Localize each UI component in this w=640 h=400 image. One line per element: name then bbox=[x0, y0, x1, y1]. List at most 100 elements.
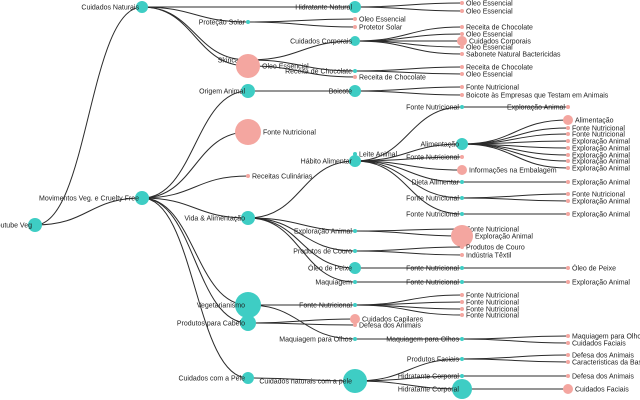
node-circle[interactable] bbox=[460, 313, 464, 317]
node-da-exploracao[interactable]: Exploração Animal bbox=[566, 180, 630, 187]
node-al-fonte2[interactable]: Fonte Nutricional bbox=[566, 132, 625, 139]
node-fonte-nutricional-ha[interactable]: Fonte Nutricional bbox=[406, 155, 464, 162]
node-alimentacao[interactable]: Alimentação bbox=[420, 138, 468, 150]
node-circle[interactable] bbox=[566, 212, 570, 216]
node-circle[interactable] bbox=[349, 85, 361, 97]
node-circle[interactable] bbox=[353, 249, 357, 253]
node-hn-oleo2[interactable]: Oleo Essencial bbox=[460, 9, 513, 16]
node-circle[interactable] bbox=[353, 280, 357, 284]
node-circle[interactable] bbox=[349, 262, 361, 274]
node-habito-alimentar[interactable]: Hábito Alimentar bbox=[301, 155, 361, 167]
node-circle[interactable] bbox=[460, 300, 464, 304]
node-circle[interactable] bbox=[343, 369, 367, 393]
node-pc-produtos[interactable]: Produtos de Couro bbox=[460, 245, 525, 252]
node-fn-a2[interactable]: Exploração Animal bbox=[566, 199, 630, 206]
node-mo-mq2[interactable]: Maquiagem para Olho bbox=[566, 334, 640, 341]
node-circle[interactable] bbox=[241, 211, 255, 225]
node-al-expl4[interactable]: Exploração Animal bbox=[566, 159, 630, 166]
node-maquiagem[interactable]: Maquiagem bbox=[315, 280, 357, 287]
node-circle[interactable] bbox=[566, 353, 570, 357]
node-circle[interactable] bbox=[566, 374, 570, 378]
node-cuidados-naturais-pele[interactable]: Cuidados naturais com a pele bbox=[259, 369, 367, 393]
node-pf-defesa[interactable]: Defesa dos Animais bbox=[566, 353, 634, 360]
node-exploracao-animal[interactable]: Exploração Animal bbox=[294, 229, 357, 236]
node-circle[interactable] bbox=[235, 292, 261, 318]
node-cuidados-corporais[interactable]: Cuidados Corporais bbox=[290, 36, 360, 46]
node-al-expl2[interactable]: Exploração Animal bbox=[566, 146, 630, 153]
node-veg-fonte[interactable]: Fonte Nutricional bbox=[299, 303, 357, 310]
node-circle[interactable] bbox=[350, 314, 360, 324]
node-pca-cuidados[interactable]: Cuidados Capilares bbox=[350, 314, 424, 324]
node-la-exploracao[interactable]: Exploração Animal bbox=[507, 105, 570, 112]
node-circle[interactable] bbox=[460, 155, 464, 159]
node-vida-alimentacao[interactable]: Vida & Alimentação bbox=[184, 211, 255, 225]
node-fn-b[interactable]: Fonte Nutricional bbox=[406, 212, 464, 219]
node-circle[interactable] bbox=[460, 72, 464, 76]
node-cuidados-pele[interactable]: Cuidados com a Pele bbox=[178, 372, 254, 384]
node-circle[interactable] bbox=[353, 229, 357, 233]
node-circle[interactable] bbox=[566, 132, 570, 136]
node-informacoes[interactable]: Informações na Embalagem bbox=[457, 165, 557, 175]
node-dieta-alimentar[interactable]: Dieta Alimentar bbox=[412, 180, 464, 187]
node-mq-expl[interactable]: Exploração Animal bbox=[566, 280, 630, 287]
node-pf-caract[interactable]: Caracteristicas da Bas bbox=[566, 360, 640, 367]
node-circle[interactable] bbox=[460, 9, 464, 13]
node-receita-chocolate-mid[interactable]: Receita de Chocolate bbox=[285, 69, 357, 76]
node-circle[interactable] bbox=[353, 69, 357, 73]
node-circle[interactable] bbox=[460, 245, 464, 249]
node-cc-oleo1[interactable]: Oleo Essencial bbox=[460, 32, 513, 39]
node-circle[interactable] bbox=[566, 139, 570, 143]
node-circle[interactable] bbox=[460, 32, 464, 36]
node-circle[interactable] bbox=[460, 253, 464, 257]
node-circle[interactable] bbox=[460, 25, 464, 29]
node-oleo-essencial-big[interactable]: Oleo Essencial bbox=[236, 54, 309, 78]
node-circle[interactable] bbox=[563, 115, 573, 125]
node-op-oleo[interactable]: Óleo de Peixe bbox=[566, 264, 616, 273]
node-bo-fonte[interactable]: Fonte Nutricional bbox=[460, 85, 519, 92]
node-vf2[interactable]: Fonte Nutricional bbox=[460, 300, 519, 307]
node-vf1[interactable]: Fonte Nutricional bbox=[460, 293, 519, 300]
node-hc2-cuidados[interactable]: Cuidados Faciais bbox=[563, 384, 629, 394]
node-movimentos[interactable]: Movimentos Veg. e Cruelty Free bbox=[39, 191, 149, 205]
node-vf3[interactable]: Fonte Nutricional bbox=[460, 307, 519, 314]
node-al-expl1[interactable]: Exploração Animal bbox=[566, 139, 630, 146]
node-circle[interactable] bbox=[460, 1, 464, 5]
node-hc1-defesa[interactable]: Defesa dos Animais bbox=[566, 374, 634, 381]
node-circle[interactable] bbox=[136, 1, 148, 13]
node-circle[interactable] bbox=[460, 85, 464, 89]
node-al-alimentacao[interactable]: Alimentação bbox=[563, 115, 614, 125]
node-circle[interactable] bbox=[246, 174, 250, 178]
node-circle[interactable] bbox=[460, 93, 464, 97]
node-circle[interactable] bbox=[566, 126, 570, 130]
node-la-fonte[interactable]: Fonte Nutricional bbox=[406, 105, 464, 112]
node-vegetarianismo[interactable]: Vegetarianismo bbox=[197, 292, 261, 318]
node-mq-fonte[interactable]: Fonte Nutricional bbox=[406, 280, 464, 287]
node-circle[interactable] bbox=[566, 166, 570, 170]
node-circle[interactable] bbox=[460, 52, 464, 56]
node-circle[interactable] bbox=[460, 280, 464, 284]
node-mo-maquiagem[interactable]: Maquiagem para Olhos bbox=[386, 337, 464, 344]
node-ea-expl[interactable]: Exploração Animal bbox=[451, 225, 533, 247]
node-circle[interactable] bbox=[350, 36, 360, 46]
node-hidratante-corporal1[interactable]: Hidratante Corporal bbox=[398, 374, 464, 381]
node-cc-cuidados[interactable]: Cuidados Corporais bbox=[457, 36, 531, 46]
node-circle[interactable] bbox=[566, 153, 570, 157]
node-rc-oleo[interactable]: Oleo Essencial bbox=[460, 72, 513, 79]
node-oleo-peixe[interactable]: Óleo de Peixe bbox=[308, 262, 361, 274]
node-ps-protetor[interactable]: Protetor Solar bbox=[353, 25, 403, 32]
node-circle[interactable] bbox=[460, 212, 464, 216]
node-maquiagem-olhos[interactable]: Maquiagem para Olhos bbox=[279, 337, 357, 344]
node-cc-oleo2[interactable]: Oleo Essencial bbox=[460, 45, 513, 52]
node-circle[interactable] bbox=[566, 105, 570, 109]
node-ps-oleo[interactable]: Oleo Essencial bbox=[353, 17, 406, 24]
node-pca-defesa[interactable]: Defesa dos Animais bbox=[353, 323, 421, 330]
node-circle[interactable] bbox=[460, 337, 464, 341]
node-root[interactable]: Youtube Veg bbox=[0, 218, 42, 232]
node-circle[interactable] bbox=[135, 191, 149, 205]
node-circle[interactable] bbox=[353, 323, 357, 327]
node-boicote[interactable]: Boicote bbox=[329, 85, 361, 97]
node-fonte-nutricional-big[interactable]: Fonte Nutricional bbox=[235, 119, 316, 145]
node-cc-sabonete[interactable]: Sabonete Natural Bactericidas bbox=[460, 52, 561, 59]
node-circle[interactable] bbox=[460, 180, 464, 184]
node-circle[interactable] bbox=[349, 155, 361, 167]
